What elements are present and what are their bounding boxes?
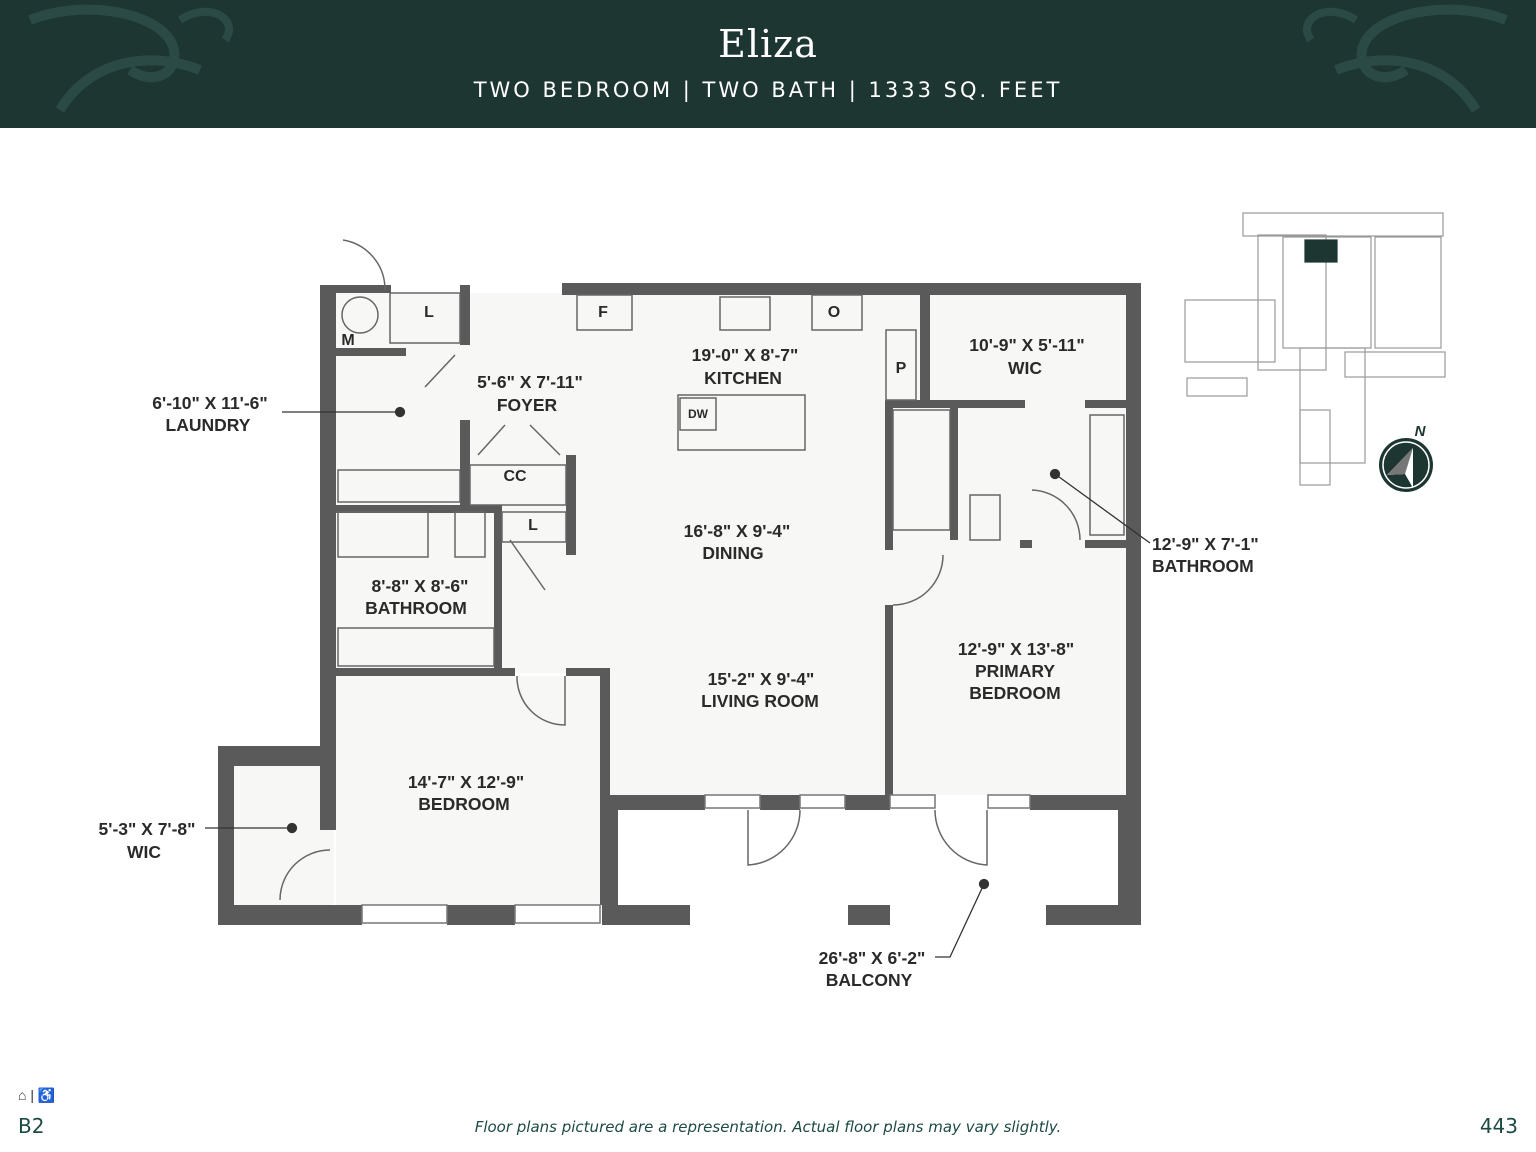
wic-second-label: WIC <box>127 842 161 862</box>
balcony-dims: 26'-8" X 6'-2" <box>819 948 926 968</box>
equal-housing-accessibility-icon: ⌂ | ♿ <box>18 1087 56 1103</box>
floor-texture <box>234 293 1126 906</box>
balcony-label: BALCONY <box>826 970 913 990</box>
windows <box>361 794 1031 924</box>
kitchen-label: KITCHEN <box>704 368 782 388</box>
ornament-right-icon <box>1303 4 1508 113</box>
living-dims: 15'-2" X 9'-4" <box>708 669 815 689</box>
primary-bedroom-dims: 12'-9" X 13'-8" <box>958 639 1074 659</box>
foyer-dims: 5'-6" X 7'-11" <box>477 372 583 392</box>
leader-lines <box>205 406 1151 958</box>
dining-dims: 16'-8" X 9'-4" <box>684 521 791 541</box>
mechanical-label: M <box>341 332 354 349</box>
north-compass-icon: N <box>1379 423 1433 492</box>
ornament-left-icon <box>28 4 233 113</box>
dishwasher-label: DW <box>688 407 709 421</box>
fixtures <box>279 239 1125 901</box>
fridge-label: F <box>598 304 608 321</box>
wic-primary-dims: 10'-9" X 5'-11" <box>969 335 1084 355</box>
header-banner: Eliza TWO BEDROOM | TWO BATH | 1333 SQ. … <box>0 0 1536 128</box>
key-plan <box>1184 212 1446 486</box>
primary-bathroom-label: BATHROOM <box>1152 556 1254 576</box>
pantry-label: P <box>896 360 907 377</box>
bathroom-label: BATHROOM <box>365 598 467 618</box>
primary-bedroom-label-2: BEDROOM <box>969 683 1060 703</box>
linen-closet-label: L <box>424 304 434 321</box>
north-label: N <box>1415 423 1427 440</box>
plan-subtitle: TWO BEDROOM | TWO BATH | 1333 SQ. FEET <box>473 78 1063 102</box>
disclaimer-note: Floor plans pictured are a representatio… <box>474 1118 1062 1136</box>
foyer-label: FOYER <box>497 395 558 415</box>
unit-number: 443 <box>1479 1114 1518 1138</box>
plan-title: Eliza <box>718 22 818 66</box>
wic-primary-label: WIC <box>1008 358 1042 378</box>
bedroom-dims: 14'-7" X 12'-9" <box>408 772 524 792</box>
coat-closet-label: CC <box>503 468 527 485</box>
laundry-label: LAUNDRY <box>166 415 251 435</box>
laundry-dims: 6'-10" X 11'-6" <box>152 393 267 413</box>
walls <box>218 283 1141 925</box>
wic-second-dims: 5'-3" X 7'-8" <box>99 819 196 839</box>
primary-bedroom-label-1: PRIMARY <box>975 661 1055 681</box>
bedroom-label: BEDROOM <box>418 794 509 814</box>
dining-label: DINING <box>702 543 763 563</box>
living-label: LIVING ROOM <box>701 691 819 711</box>
linen-closet-label: L <box>528 517 538 534</box>
kitchen-dims: 19'-0" X 8'-7" <box>692 345 799 365</box>
plan-code: B2 <box>18 1114 45 1138</box>
bathroom-dims: 8'-8" X 8'-6" <box>372 576 469 596</box>
oven-label: O <box>828 304 840 321</box>
primary-bathroom-dims: 12'-9" X 7'-1" <box>1152 534 1259 554</box>
